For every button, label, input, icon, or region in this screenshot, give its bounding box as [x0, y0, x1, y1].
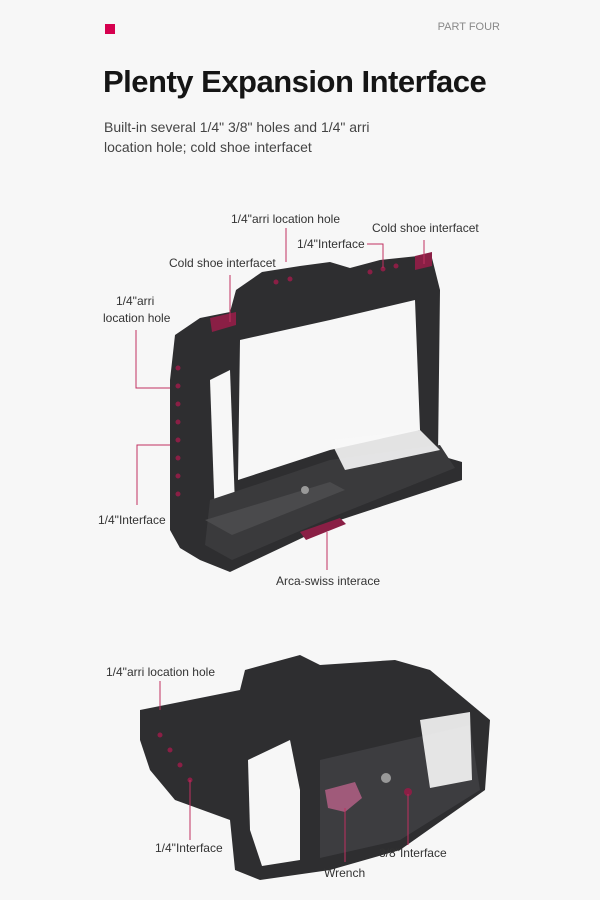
label-wrench: Wrench: [324, 866, 366, 880]
cage-rear-view: [140, 655, 490, 880]
label-top-interface: 1/4"Interface: [297, 237, 365, 251]
label-arca: Arca-swiss interace: [276, 574, 381, 588]
page-title: Plenty Expansion Interface: [103, 64, 487, 99]
cage-front-view: [170, 252, 462, 572]
label-side-arri-1: 1/4"arri: [116, 294, 155, 308]
subtitle: Built-in several 1/4" 3/8" holes and 1/4…: [104, 119, 370, 155]
label-interface-38: 3/8"Interface: [379, 846, 447, 860]
part-label: PART FOUR: [437, 21, 500, 33]
label-cold-shoe-left: Cold shoe interfacet: [169, 256, 276, 270]
accent-square: [105, 24, 115, 34]
label-cold-shoe-right: Cold shoe interfacet: [372, 221, 479, 235]
label-rear-interface: 1/4"Interface: [155, 841, 223, 855]
leader-lines: [135, 228, 425, 862]
label-side-interface: 1/4"Interface: [98, 513, 166, 527]
label-side-arri-2: location hole: [103, 311, 171, 325]
label-top-arri: 1/4"arri location hole: [231, 212, 340, 226]
label-rear-arri: 1/4"arri location hole: [106, 665, 215, 679]
